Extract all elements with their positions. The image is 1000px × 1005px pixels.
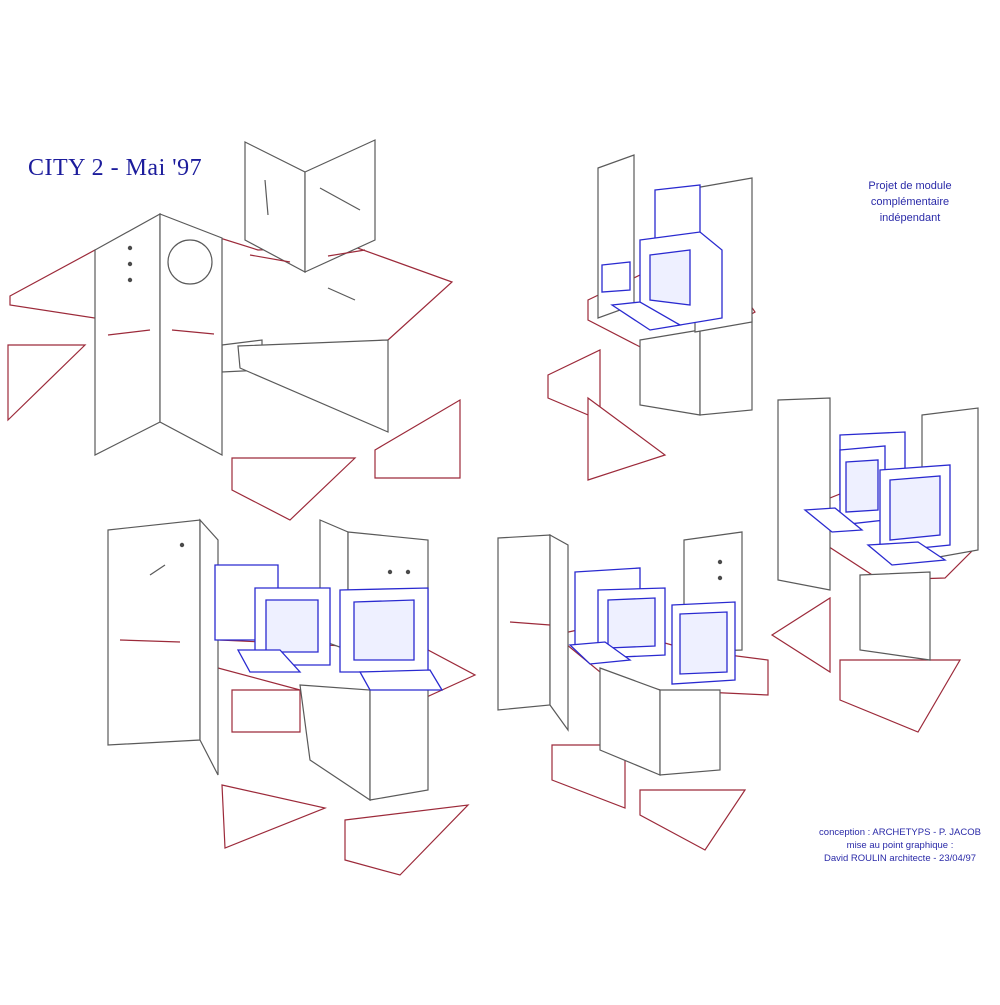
side-panel <box>94 212 161 456</box>
wedge-block <box>587 396 667 481</box>
module-drawing-bottom-middle <box>497 531 769 851</box>
computer-case <box>601 261 631 293</box>
module-drawing-empty <box>7 139 461 521</box>
keyboard <box>803 507 864 533</box>
wedge-block <box>231 457 357 521</box>
cable-hole <box>167 239 213 285</box>
wedge-block <box>839 659 962 733</box>
wedge-block <box>221 784 328 849</box>
project-note-line: Projet de module <box>868 180 952 192</box>
wedge-block <box>639 789 747 851</box>
tabletop <box>9 237 454 351</box>
keyboard <box>236 649 302 673</box>
side-panel <box>549 533 569 732</box>
monitor-screen <box>845 459 879 513</box>
side-panel <box>159 213 223 456</box>
module-drawing-single-workstation <box>547 154 756 481</box>
keyboard <box>358 669 444 691</box>
keyboard <box>866 541 947 566</box>
project-note-line: complémentaire <box>870 196 950 208</box>
monitor-screen <box>265 599 319 653</box>
project-note-line: indépendant <box>879 212 941 224</box>
module-drawing-right <box>770 397 979 733</box>
module-drawing-bottom-left <box>107 518 477 876</box>
side-panel <box>199 518 219 776</box>
side-panel <box>777 397 831 591</box>
monitor-screen <box>353 599 415 661</box>
wedge-block <box>770 596 831 674</box>
keyboard <box>568 641 632 665</box>
side-panel <box>107 519 201 746</box>
drawing-title: CITY 2 - Mai '97 <box>28 155 203 181</box>
wedge-block <box>231 689 301 733</box>
side-panel <box>597 154 635 319</box>
credits-line: mise au point graphique : <box>846 840 954 851</box>
leg-panel <box>639 329 701 416</box>
wedge-block <box>7 344 87 422</box>
leg-panel <box>699 317 753 416</box>
wedge-block <box>374 398 461 479</box>
monitor-screen <box>649 249 691 306</box>
project-note: Projet de module complémentaire indépend… <box>840 178 980 226</box>
wedge-block <box>344 804 470 876</box>
monitor-screen <box>889 475 941 541</box>
monitor-screen <box>607 597 656 649</box>
credits-note: conception : ARCHETYPS - P. JACOB mise a… <box>810 826 990 865</box>
keyboard <box>610 301 682 331</box>
leg-panel <box>369 679 429 801</box>
credits-line: conception : ARCHETYPS - P. JACOB <box>819 827 981 838</box>
monitor-screen <box>679 611 728 675</box>
leg-panel <box>299 684 371 802</box>
leg-panel <box>237 339 389 433</box>
leg-panel <box>859 571 931 661</box>
credits-line: David ROULIN architecte - 23/04/97 <box>823 853 977 864</box>
leg-panel <box>659 689 721 776</box>
back-panel <box>304 139 376 273</box>
